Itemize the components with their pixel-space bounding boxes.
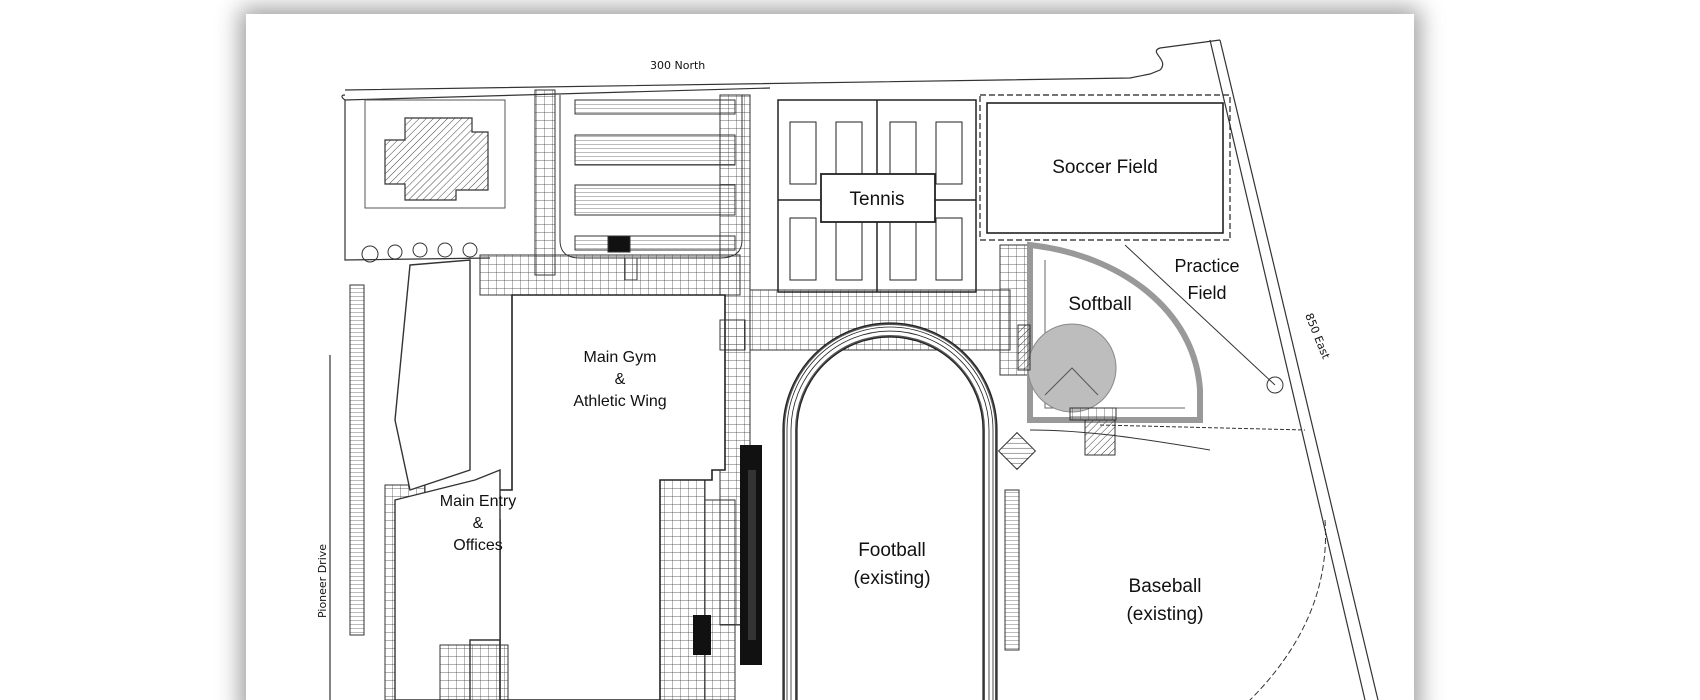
practice-field-area [1099,244,1306,431]
label-tennis: Tennis [850,189,905,210]
label-football-line2: (existing) [853,568,930,589]
label-gym-line3: Athletic Wing [573,393,666,410]
label-entry-line1: Main Entry [440,493,516,510]
label-baseball-line1: Baseball [1129,576,1202,597]
main-entry-building [349,259,509,700]
label-gym-line2: & [615,371,626,388]
street-label-north: 300 North [650,59,705,72]
football-track [782,322,1037,700]
parking-lot [534,89,743,281]
northwest-building [361,99,506,263]
label-practice-line1: Practice [1174,256,1239,276]
street-label-east: 850 East [1302,311,1332,361]
main-gym-building [484,294,762,700]
label-soccer-field: Soccer Field [1052,157,1158,178]
label-football-line1: Football [858,540,926,561]
road-lines [329,39,1379,700]
street-label-west: Pioneer Drive [316,544,329,618]
tennis-courts [777,99,977,293]
label-softball: Softball [1068,294,1131,315]
label-practice-line2: Field [1187,283,1226,303]
soccer-field-area [979,94,1231,241]
baseball-field-area [1029,419,1327,700]
label-gym-line1: Main Gym [584,349,657,366]
label-entry-line3: Offices [453,537,503,554]
softball-field-area [1017,241,1203,423]
label-baseball-line2: (existing) [1126,604,1203,625]
label-entry-line2: & [473,515,484,532]
